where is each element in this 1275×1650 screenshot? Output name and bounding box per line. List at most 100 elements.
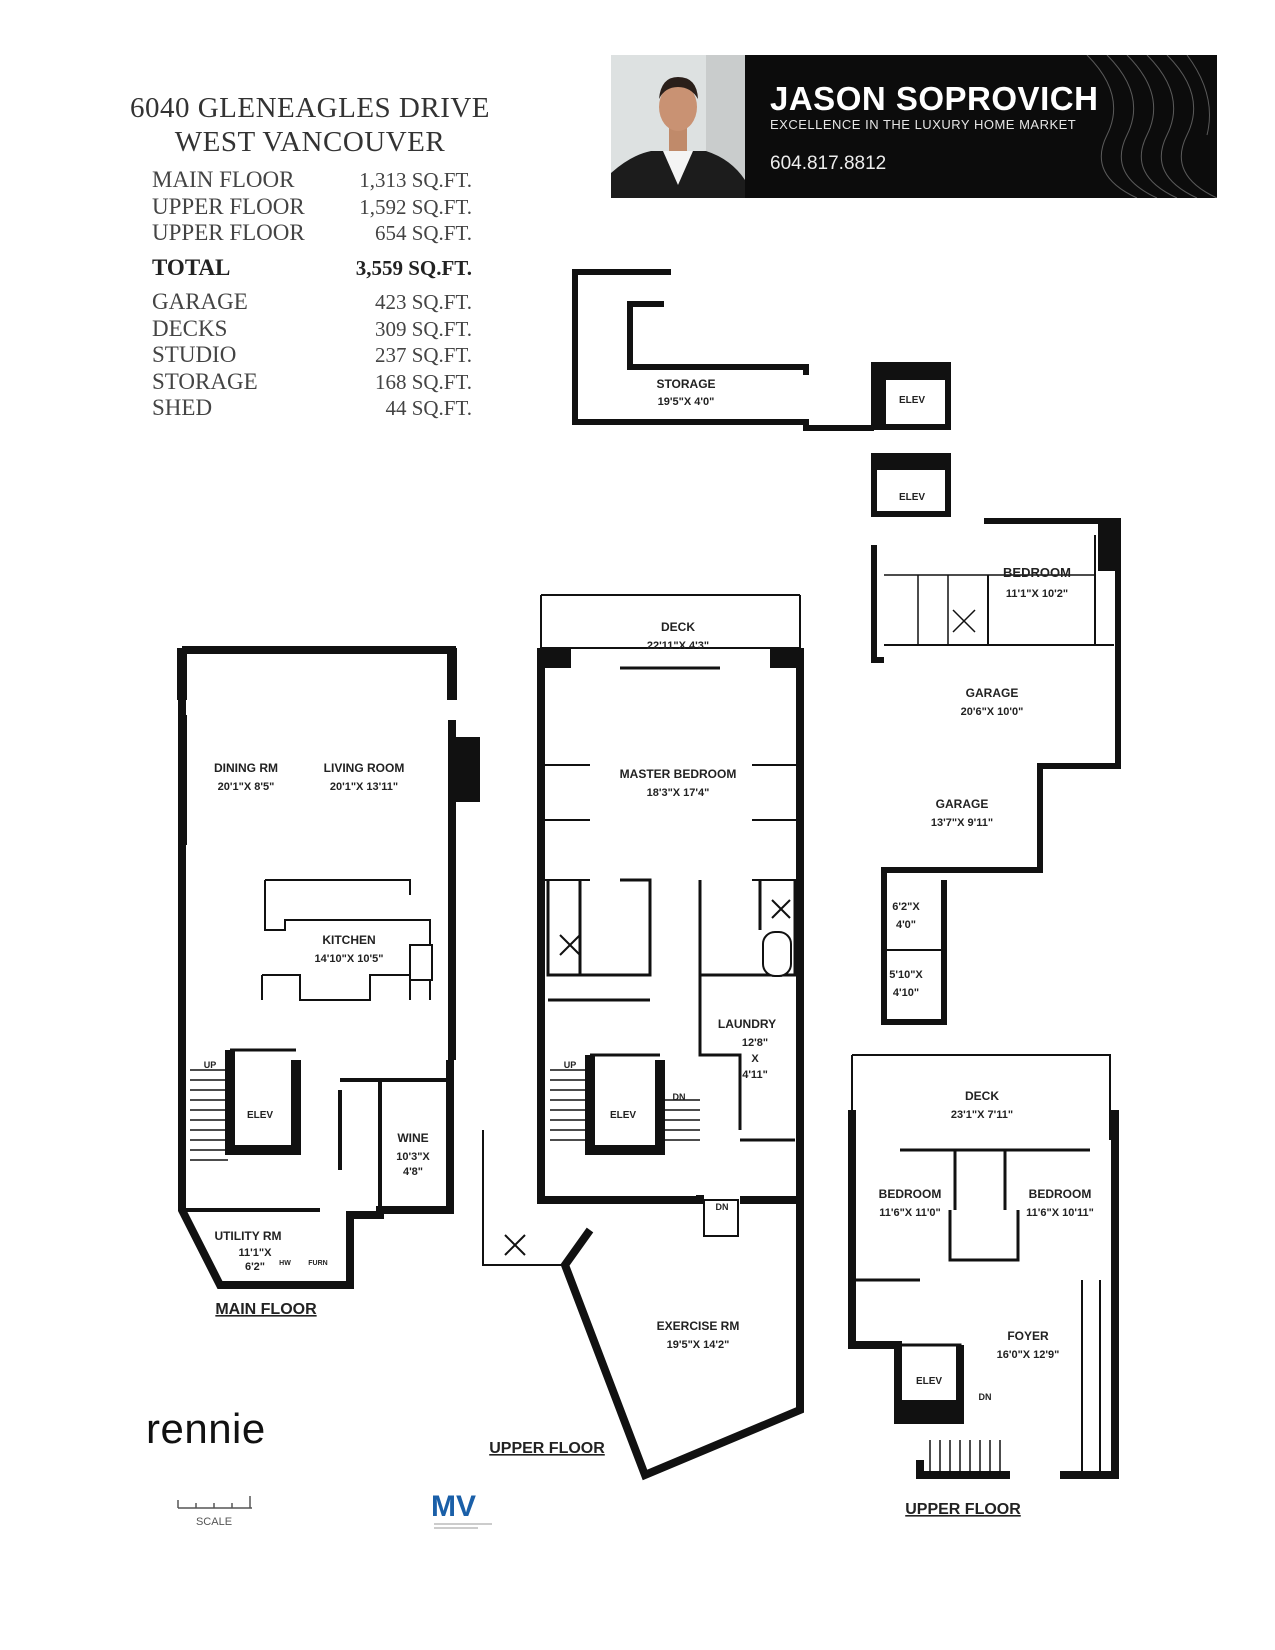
garage-plan — [871, 453, 1121, 1025]
room-dining-dims: 20'1"X 8'5" — [218, 781, 275, 793]
room-exercise-name: EXERCISE RM — [657, 1319, 740, 1333]
room-small-dims: 5'10"X — [889, 969, 923, 981]
room-kitchen-name: KITCHEN — [322, 933, 375, 947]
agent-portrait-icon — [611, 55, 745, 198]
room-utility-name: UTILITY RM — [214, 1229, 281, 1243]
room-dining-name: DINING RM — [214, 761, 278, 775]
room-storage-name: STORAGE — [656, 377, 715, 391]
area-label: UPPER FLOOR — [152, 193, 305, 219]
room-utility-dims: 6'2" — [245, 1261, 265, 1273]
room-garage-name: GARAGE — [936, 797, 989, 811]
room-wine-dims: 4'8" — [403, 1166, 423, 1178]
dn-label: DN — [716, 1202, 729, 1212]
room-garage-dims: 20'6"X 10'0" — [961, 706, 1024, 718]
upper-floor-right-plan — [848, 1054, 1119, 1479]
storage-plan — [572, 269, 951, 431]
extra-value: 237 SQ.FT. — [374, 343, 472, 367]
extra-row: SHED 44 SQ.FT. — [152, 395, 472, 422]
up-label: UP — [564, 1060, 577, 1070]
room-small-dims: 6'2"X — [892, 901, 920, 913]
contour-pattern-icon — [1086, 55, 1217, 198]
room-wine-name: WINE — [397, 1131, 428, 1145]
elev-label: ELEV — [899, 395, 925, 406]
scale-label: SCALE — [196, 1516, 232, 1528]
total-value: 3,559 SQ.FT. — [355, 255, 472, 280]
upper-floor-center-plan — [482, 594, 804, 1481]
brand-logo: rennie — [146, 1405, 266, 1452]
agent-photo — [611, 55, 745, 198]
floor-title-upper-center: UPPER FLOOR — [489, 1440, 605, 1457]
hw-label: HW — [279, 1260, 291, 1267]
extra-value: 168 SQ.FT. — [374, 369, 472, 394]
room-living-dims: 20'1"X 13'11" — [330, 781, 398, 793]
room-garage-dims: 13'7"X 9'11" — [931, 817, 993, 829]
elev-label: ELEV — [899, 492, 925, 503]
extra-row: GARAGE 423 SQ.FT. — [152, 289, 472, 316]
dn-label: DN — [673, 1092, 686, 1102]
extra-label: SHED — [152, 395, 213, 420]
room-bedroom-dims: 11'6"X 10'11" — [1026, 1207, 1094, 1219]
room-master-name: MASTER BEDROOM — [620, 767, 737, 781]
extra-label: STORAGE — [152, 368, 258, 394]
area-row: UPPER FLOOR 1,592 SQ.FT. — [152, 194, 472, 221]
agent-tagline: EXCELLENCE IN THE LUXURY HOME MARKET — [770, 117, 1077, 132]
room-garage-name: GARAGE — [966, 686, 1019, 700]
room-bedroom-dims: 11'6"X 11'0" — [879, 1207, 941, 1219]
room-laundry-dims: 12'8" — [742, 1037, 768, 1049]
extra-label: STUDIO — [152, 342, 237, 367]
room-small-dims: 4'0" — [896, 919, 916, 931]
room-exercise-dims: 19'5"X 14'2" — [667, 1339, 730, 1351]
room-bedroom-dims: 11'1"X 10'2" — [1006, 588, 1068, 600]
total-row: TOTAL 3,559 SQ.FT. — [152, 255, 472, 282]
floor-title-upper-right: UPPER FLOOR — [905, 1501, 1021, 1518]
total-label: TOTAL — [152, 254, 231, 280]
room-laundry-name: LAUNDRY — [718, 1017, 776, 1031]
room-master-dims: 18'3"X 17'4" — [647, 787, 710, 799]
area-label: UPPER FLOOR — [152, 220, 305, 245]
floor-title-main: MAIN FLOOR — [215, 1301, 317, 1318]
extra-value: 44 SQ.FT. — [385, 396, 472, 420]
agent-name: JASON SOPROVICH — [770, 80, 1099, 117]
agent-banner: JASON SOPROVICH EXCELLENCE IN THE LUXURY… — [611, 55, 1217, 198]
agent-phone[interactable]: 604.817.8812 — [770, 153, 887, 174]
elev-label: ELEV — [247, 1110, 273, 1121]
room-laundry-dims: 4'11" — [742, 1069, 768, 1081]
extra-label: GARAGE — [152, 289, 248, 314]
extra-value: 423 SQ.FT. — [374, 290, 472, 314]
main-floor-plan — [177, 646, 480, 1289]
elev-label: ELEV — [916, 1376, 942, 1387]
svg-text:MV: MV — [431, 1490, 476, 1523]
up-label: UP — [204, 1060, 217, 1070]
room-foyer-dims: 16'0"X 12'9" — [997, 1349, 1060, 1361]
room-storage-dims: 19'5"X 4'0" — [658, 396, 715, 408]
room-bedroom-name: BEDROOM — [1029, 1187, 1092, 1201]
area-value: 1,592 SQ.FT. — [359, 194, 472, 219]
room-deck-name: DECK — [965, 1089, 999, 1103]
room-deck-dims: 23'1"X 7'11" — [951, 1109, 1013, 1121]
extra-label: DECKS — [152, 315, 228, 341]
room-bedroom-name: BEDROOM — [879, 1187, 942, 1201]
mv-logo-icon: MV — [431, 1486, 492, 1529]
extra-row: STUDIO 237 SQ.FT. — [152, 342, 472, 369]
room-deck-name: DECK — [661, 620, 695, 634]
room-bedroom-name: BEDROOM — [1003, 565, 1071, 580]
extra-value: 309 SQ.FT. — [374, 316, 472, 341]
address-line-1: 6040 GLENEAGLES DRIVE — [129, 92, 491, 124]
room-utility-dims: 11'1"X — [239, 1247, 273, 1259]
room-foyer-name: FOYER — [1007, 1329, 1049, 1343]
room-small-dims: 4'10" — [893, 987, 919, 999]
room-laundry-dims: X — [751, 1053, 759, 1065]
elev-label: ELEV — [610, 1110, 636, 1121]
room-wine-dims: 10'3"X — [396, 1151, 430, 1163]
scale-bar — [177, 1496, 252, 1509]
extra-row: STORAGE 168 SQ.FT. — [152, 369, 472, 396]
dn-label: DN — [979, 1392, 992, 1402]
room-living-name: LIVING ROOM — [324, 761, 405, 775]
area-label: MAIN FLOOR — [152, 167, 295, 192]
room-kitchen-dims: 14'10"X 10'5" — [315, 953, 384, 965]
furn-label: FURN — [308, 1260, 327, 1267]
area-value: 654 SQ.FT. — [374, 221, 472, 245]
